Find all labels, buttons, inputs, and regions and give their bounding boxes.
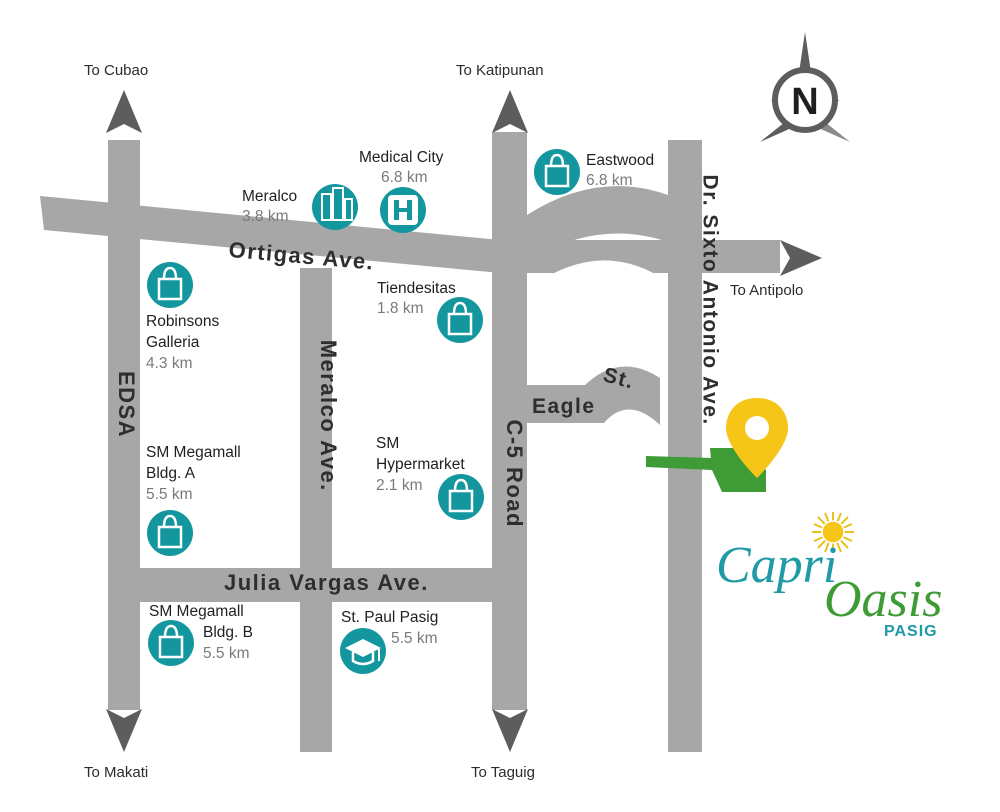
robinsons-shopping-bag-icon xyxy=(147,262,193,308)
place-sm-hypermarket-name-line1: SM xyxy=(376,435,400,452)
place-sm-megamall-a-distance: 5.5 km xyxy=(146,486,193,503)
site-access-road xyxy=(646,456,712,470)
c5-loop-inner xyxy=(527,260,668,310)
direction-to-makati: To Makati xyxy=(84,764,149,781)
sixto-antonio-road xyxy=(668,140,702,752)
compass-letter: N xyxy=(791,81,818,123)
place-eastwood-name: Eastwood xyxy=(586,152,655,169)
place-st-paul-name: St. Paul Pasig xyxy=(341,609,439,626)
place-medical-city-distance: 6.8 km xyxy=(381,169,428,186)
place-robinsons-name-line1: Robinsons xyxy=(146,313,220,330)
road-network xyxy=(40,132,780,752)
place-sm-megamall-b-name-line2: Bldg. B xyxy=(203,624,253,641)
place-icons xyxy=(147,149,580,674)
road-label-julia-vargas: Julia Vargas Ave. xyxy=(224,570,429,595)
eastwood-shopping-bag-icon xyxy=(534,149,580,195)
place-sm-megamall-a-name-line2: Bldg. A xyxy=(146,465,196,482)
place-sm-megamall-b-name-line1: SM Megamall xyxy=(149,603,244,620)
property-site xyxy=(646,398,788,492)
c5-road xyxy=(492,132,527,710)
arrow-up-cubao-icon xyxy=(106,90,142,133)
graduation-cap-icon xyxy=(340,628,386,674)
tiendesitas-shopping-bag-icon xyxy=(437,297,483,343)
place-eastwood-distance: 6.8 km xyxy=(586,172,633,189)
brand-word-oasis: Oasis xyxy=(824,571,943,628)
road-label-c5: C-5 Road xyxy=(502,419,528,529)
place-sm-hypermarket-name-line2: Hypermarket xyxy=(376,456,465,473)
julia-vargas-road xyxy=(108,568,527,602)
road-label-edsa: EDSA xyxy=(114,371,139,439)
brand-word-pasig: PASIG xyxy=(884,623,938,640)
place-tiendesitas-name: Tiendesitas xyxy=(377,280,456,297)
place-medical-city-name: Medical City xyxy=(359,149,444,166)
place-sm-hypermarket-distance: 2.1 km xyxy=(376,477,423,494)
meralco-building-icon xyxy=(312,184,358,230)
sixto-antonio-road-top xyxy=(668,140,702,240)
c5-flyover-loop xyxy=(527,186,668,262)
hospital-icon xyxy=(380,187,426,233)
arrow-right-antipolo-icon xyxy=(780,240,822,276)
direction-to-antipolo: To Antipolo xyxy=(730,282,804,299)
direction-to-cubao: To Cubao xyxy=(84,62,149,79)
place-sm-megamall-b-distance: 5.5 km xyxy=(203,645,250,662)
place-robinsons-name-line2: Galleria xyxy=(146,334,200,351)
place-sm-megamall-a-name-line1: SM Megamall xyxy=(146,444,241,461)
arrow-up-katipunan-icon xyxy=(492,90,528,133)
arrow-down-taguig-icon xyxy=(492,709,528,752)
road-label-eagle: Eagle xyxy=(532,395,596,418)
place-robinsons-distance: 4.3 km xyxy=(146,355,193,372)
meralco-ave-road xyxy=(300,268,332,752)
place-st-paul-distance: 5.5 km xyxy=(391,630,438,647)
north-compass-icon: N xyxy=(760,32,850,142)
sm-megamall-a-shopping-bag-icon xyxy=(147,510,193,556)
brand-word-capri: Capri xyxy=(716,537,838,594)
direction-to-katipunan: To Katipunan xyxy=(456,62,544,79)
road-label-sixto-antonio: Dr. Sixto Antonio Ave. xyxy=(698,174,722,426)
sm-hypermarket-shopping-bag-icon xyxy=(438,474,484,520)
direction-arrows xyxy=(106,90,822,752)
ortigas-road xyxy=(40,196,500,273)
location-pin-icon xyxy=(726,398,788,478)
sun-logo-icon xyxy=(812,512,854,553)
sm-megamall-b-shopping-bag-icon xyxy=(148,620,194,666)
place-tiendesitas-distance: 1.8 km xyxy=(377,300,424,317)
place-meralco-distance: 3.8 km xyxy=(242,208,289,225)
place-meralco-name: Meralco xyxy=(242,188,298,205)
eagle-st-road xyxy=(527,366,660,425)
direction-to-taguig: To Taguig xyxy=(471,764,535,781)
road-label-meralco-ave: Meralco Ave. xyxy=(315,339,341,492)
arrow-down-makati-icon xyxy=(106,709,142,752)
